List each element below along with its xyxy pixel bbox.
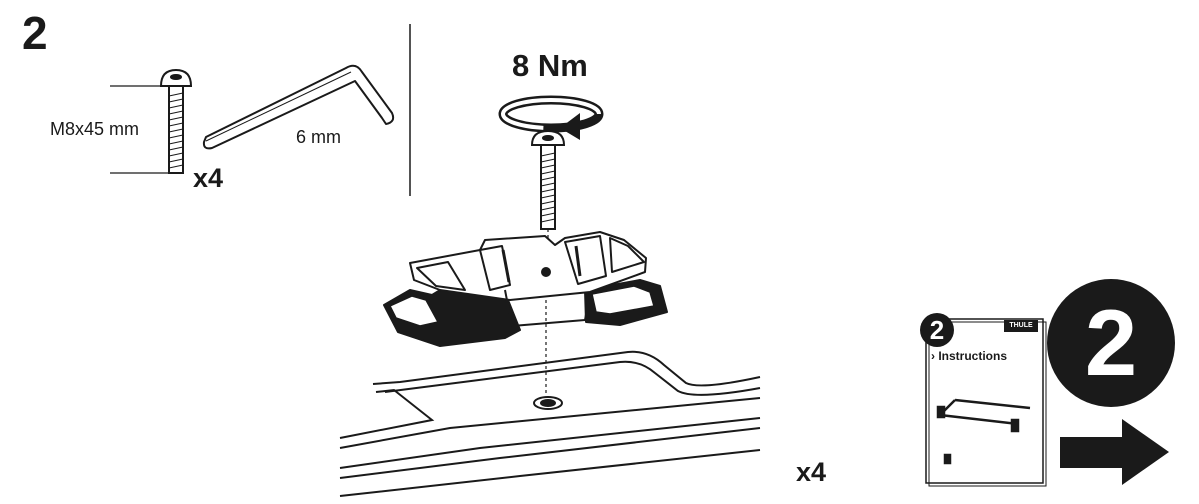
booklet-step-badge: 2: [920, 313, 954, 347]
instruction-booklet: [925, 318, 1047, 487]
torque-arrow-icon: [498, 95, 604, 140]
rack-foot-icon: [383, 231, 668, 393]
roof-rail-icon: [339, 350, 761, 497]
screw-parts-icon: [110, 68, 193, 174]
screw-size-label: M8x45 mm: [50, 119, 140, 139]
booklet-title: › Instructions: [931, 349, 1008, 363]
torque-label: 8 Nm: [512, 48, 588, 83]
booklet-brand-logo: THULE: [1004, 320, 1038, 332]
step-number: 2: [22, 7, 48, 59]
assembly-quantity-label: x4: [796, 457, 827, 487]
screw-icon: [530, 129, 566, 248]
arrow-right-icon: [1060, 419, 1169, 485]
next-step-badge: 2: [1047, 279, 1175, 407]
screw-quantity-label: x4: [193, 163, 224, 193]
hex-key-icon: [202, 64, 395, 150]
hex-key-size-label: 6 mm: [296, 127, 341, 147]
